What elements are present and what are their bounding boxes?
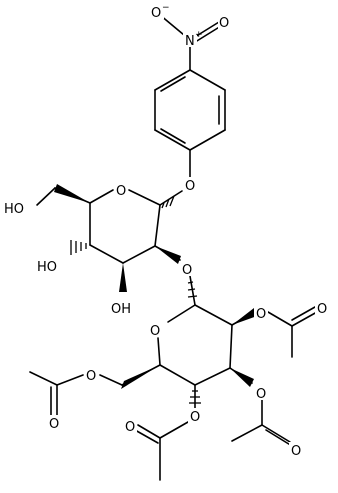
bond-c4-c3 (89, 244, 124, 264)
atom-o-ac2-ester: O (256, 307, 266, 322)
atom-o-link: O (182, 263, 192, 278)
atom-oh-c3: OH (111, 302, 131, 317)
atom-o-ac3-carbonyl: O (291, 444, 301, 459)
bond-c6-ho (36, 187, 56, 206)
wedge-c3b-o (230, 368, 254, 387)
bond-o4-cc (159, 421, 189, 439)
atom-o-nitro-side: O (219, 16, 229, 31)
bond-o1-c1 (159, 190, 183, 206)
bond-ar1 (189, 69, 226, 91)
hash-c1-o1 (161, 195, 175, 209)
atom-o-ac6-carbonyl: O (49, 417, 59, 432)
bond-olink-c1b (189, 275, 196, 306)
bond-c3b-c2b (229, 324, 233, 369)
bond-ar3 (189, 129, 226, 151)
bond-c2b-c1b (194, 304, 233, 326)
atom-o-ac2-carbonyl: O (317, 302, 327, 317)
atom-o-ac4-carbonyl: O (125, 420, 135, 435)
wedge-c5b-c6b (121, 365, 160, 389)
wedge-c5-c6 (54, 184, 90, 203)
bond-o2-cco-dbl (291, 306, 316, 321)
atom-ho-c4: HO (37, 260, 57, 275)
bond-c6b-o (99, 374, 123, 386)
bond-c2-c1 (154, 204, 161, 247)
charge-n: + (195, 30, 203, 40)
charge-o-nitro: − (162, 3, 170, 13)
bond-o4-cco (137, 424, 161, 439)
atom-o-glycosidic: O (185, 179, 195, 194)
bond-o3-cco (261, 424, 291, 443)
bond-ar6 (154, 69, 191, 91)
bond-o5b-c5b (157, 337, 161, 366)
bond-c1-o5 (128, 189, 161, 206)
wedge-c2b-o (232, 308, 257, 325)
bond-c3-c2 (122, 245, 156, 264)
hash-c4b-o (189, 390, 201, 404)
bond-o4-cco-dbl (134, 429, 159, 444)
bond-o3-me (231, 424, 263, 442)
atom-o-ac3-ester: O (256, 387, 266, 402)
atom-labels: N + O − O O O HO HO OH O O O O (3, 3, 329, 459)
bonds (29, 14, 318, 481)
wedge-c3-oh (119, 263, 127, 292)
bond-o2-cc (267, 311, 293, 327)
wedge-c2-olink (155, 246, 181, 264)
bond-o2-cco (291, 311, 318, 327)
hash-olink-c1b (187, 281, 198, 298)
atom-n: N (185, 34, 195, 49)
bond-o5-c5 (89, 189, 114, 204)
atom-o-ac4-ester: O (190, 410, 200, 425)
bond-ar4 (154, 129, 191, 151)
bond-c5b-c4b (159, 364, 196, 386)
atom-o-ring1: O (116, 184, 126, 199)
bond-o6-me (29, 371, 58, 386)
bond-o6-cc (56, 374, 84, 386)
bond-c4b-c3b (194, 367, 231, 386)
atom-o-ac6-ester: O (86, 369, 96, 384)
bond-ar-inner2 (160, 128, 186, 144)
bond-ar-inner3 (160, 76, 186, 92)
atom-ho-c6: HO (4, 202, 24, 217)
stereo-bonds (54, 184, 257, 404)
bond-c1b-o5b (167, 304, 196, 323)
bond-o3-cco-dbl (265, 429, 293, 447)
atom-o-ring2: O (150, 324, 160, 339)
hash-c4-ho (70, 240, 87, 255)
atom-o-nitro-top: O (151, 6, 161, 21)
